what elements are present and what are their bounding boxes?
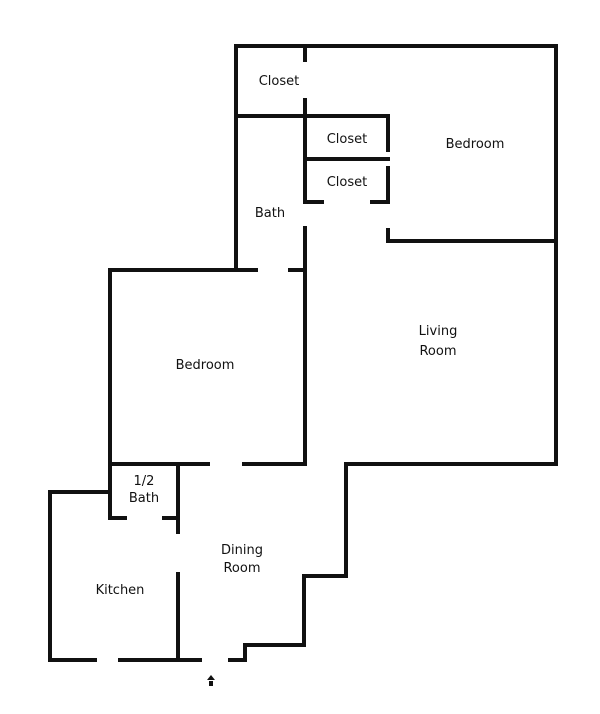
label-closet-low: Closet (327, 175, 368, 190)
label-bedroom-left: Bedroom (176, 358, 235, 373)
label-closet-mid: Closet (327, 132, 368, 147)
label-half-bath-line1: 1/2 (134, 474, 155, 489)
wall-closets-top (303, 114, 390, 152)
room-labels: Closet Closet Closet Bedroom Bath Living… (96, 74, 505, 598)
wall-top-right (243, 44, 558, 662)
label-kitchen: Kitchen (96, 583, 145, 598)
walls (48, 44, 558, 662)
label-closet-top: Closet (259, 74, 300, 89)
label-bath: Bath (255, 206, 285, 221)
label-living-line2: Room (419, 344, 456, 359)
label-living-line1: Living (419, 324, 458, 339)
wall-closets-low (370, 166, 390, 204)
label-dining-line2: Room (223, 561, 260, 576)
entry-arrow-icon (207, 675, 215, 686)
wall-bedroom-right-bottom (386, 228, 558, 243)
label-bedroom-right: Bedroom (446, 137, 505, 152)
label-half-bath-line2: Bath (129, 491, 159, 506)
label-dining-line1: Dining (221, 543, 263, 558)
